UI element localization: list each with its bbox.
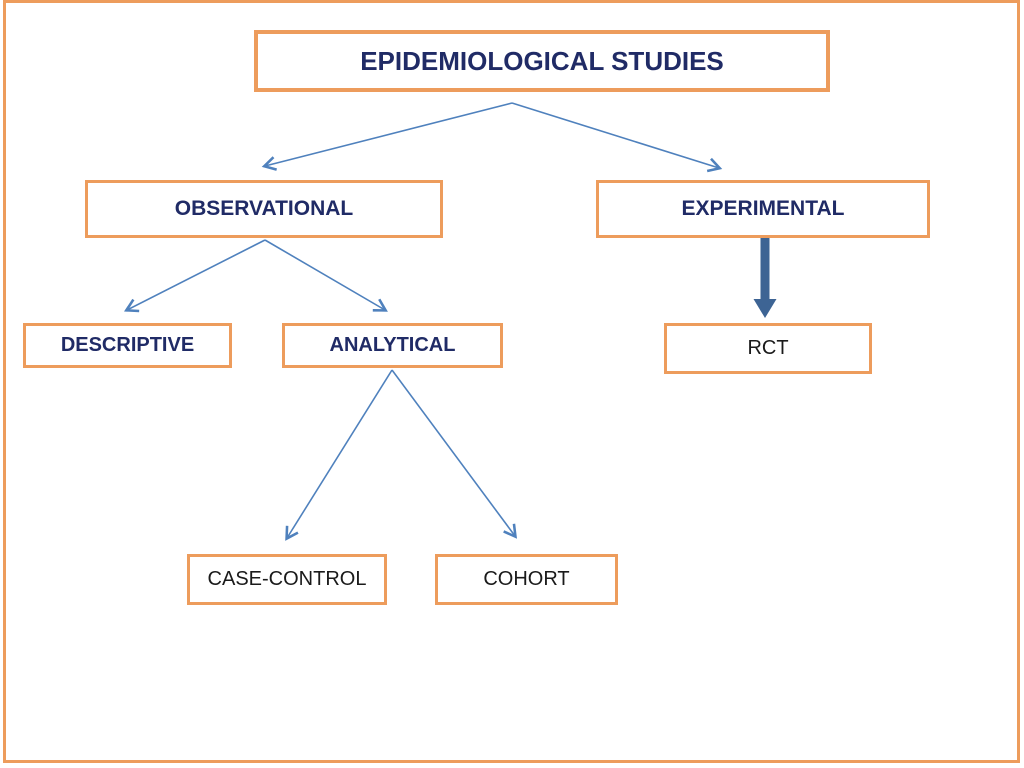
node-rct: RCT	[664, 323, 872, 374]
edge-root-observational-arrow	[261, 102, 513, 171]
edge-experimental-rct-thick-arrow	[753, 233, 777, 318]
node-descriptive: DESCRIPTIVE	[23, 323, 232, 368]
node-observational: OBSERVATIONAL	[85, 180, 443, 238]
edge-observational-analytical-arrow	[264, 239, 388, 312]
node-experimental: EXPERIMENTAL	[596, 180, 930, 238]
node-cohort: COHORT	[435, 554, 618, 605]
node-analytical: ANALYTICAL	[282, 323, 503, 368]
edge-root-experimental-arrow	[511, 102, 723, 173]
edge-analytical-cohort-arrow	[391, 369, 518, 539]
edge-observational-descriptive-arrow	[123, 239, 266, 313]
node-epidemiological-studies: EPIDEMIOLOGICAL STUDIES	[254, 30, 830, 92]
node-case-control: CASE-CONTROL	[187, 554, 387, 605]
edge-analytical-casecontrol-arrow	[285, 369, 393, 541]
